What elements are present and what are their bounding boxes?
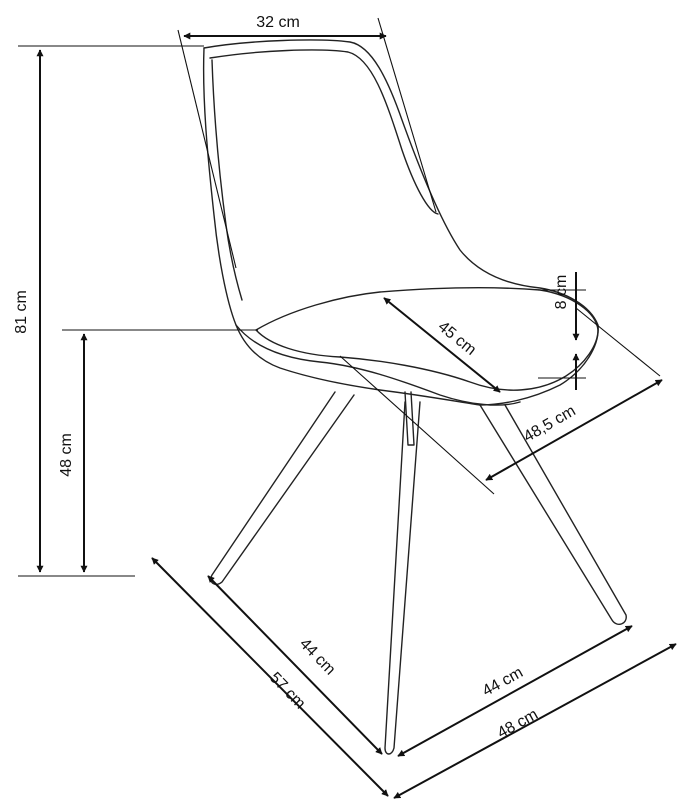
backrest-left-edge — [202, 47, 481, 406]
label-back-width: 32 cm — [256, 14, 300, 31]
dim-line-seat-depth — [383, 297, 501, 393]
dim-line-leg-width-outer — [393, 643, 677, 799]
leg-front-left — [210, 391, 355, 586]
seat-cushion-top — [255, 287, 599, 331]
backrest-left-inner — [211, 59, 243, 301]
dimension-labels: 32 cm 81 cm 48 cm 45 cm 8 cm 48,5 cm 44 … — [13, 14, 579, 742]
seat-underside — [235, 324, 521, 406]
leg-back-right — [479, 404, 627, 625]
dim-line-leg-depth-outer — [151, 557, 389, 797]
backrest-inner-line — [209, 49, 439, 215]
dimension-lines — [36, 32, 677, 799]
chair-illustration — [202, 39, 627, 755]
extension-lines — [18, 17, 661, 577]
label-leg-width-inner: 44 cm — [480, 664, 526, 700]
label-leg-width-outer: 48 cm — [495, 706, 541, 742]
dim-line-leg-width-inner — [397, 625, 633, 757]
center-bracket — [404, 391, 415, 446]
label-seat-thickness: 8 cm — [553, 275, 570, 310]
label-seat-depth: 45 cm — [435, 318, 480, 359]
dim-line-seat-width — [485, 379, 663, 481]
label-seat-width: 48,5 cm — [521, 403, 579, 446]
backrest-outline — [203, 39, 599, 406]
dim-line-leg-depth-inner — [207, 575, 383, 755]
label-total-height: 81 cm — [13, 290, 30, 334]
leg-front-center — [384, 401, 421, 755]
label-seat-height: 48 cm — [58, 433, 75, 477]
label-leg-depth-outer: 57 cm — [266, 669, 309, 712]
